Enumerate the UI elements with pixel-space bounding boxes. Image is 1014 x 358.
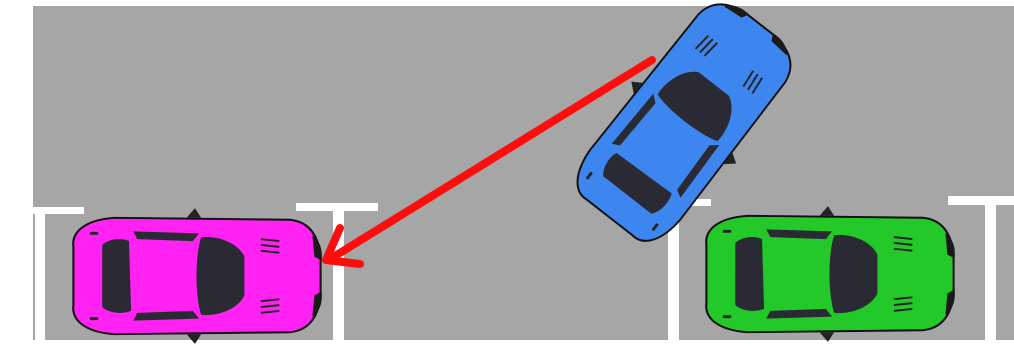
curb-line [33,340,1014,348]
slot-marker-far-post [985,196,996,345]
magenta-car [73,208,322,344]
green-car [706,206,955,342]
slot-marker-far-top [948,196,1014,205]
slot-marker-left-post [35,207,45,345]
